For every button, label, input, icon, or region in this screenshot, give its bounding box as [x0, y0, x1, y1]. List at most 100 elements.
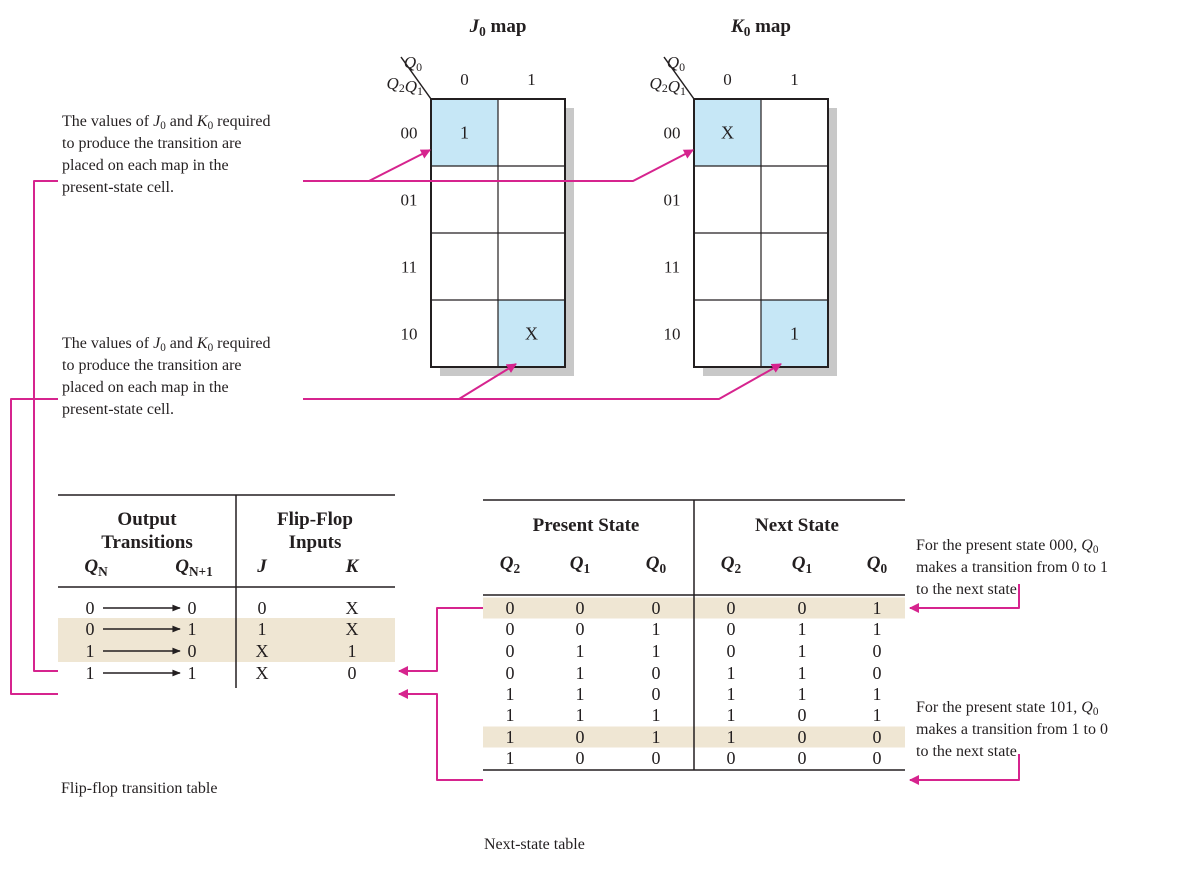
map-row-header: 00: [664, 124, 681, 143]
next-state-cell: 1: [576, 641, 585, 661]
callout-lead-row-10: [10, 398, 58, 695]
next-state-cell: 0: [506, 598, 515, 618]
callout-lead-row-01: [33, 180, 58, 672]
map-highlight-cell: [761, 300, 828, 367]
transition-column-header: QN: [84, 556, 108, 579]
transition-qn1-value: 1: [188, 663, 197, 683]
map-row-header: 10: [401, 325, 418, 344]
map-cell-value: X: [525, 324, 538, 344]
callout-text-line: present-state cell.: [62, 401, 174, 418]
highlight-layer: [58, 99, 905, 748]
map-row-header: 11: [401, 258, 417, 277]
next-state-cell: 1: [652, 619, 661, 639]
next-state-cell: 1: [727, 705, 736, 725]
next-state-column-header: Q0: [867, 553, 888, 576]
transition-qn-value: 0: [86, 598, 95, 618]
next-state-cell: 1: [506, 684, 515, 704]
map-corner-diagonal: [663, 56, 695, 100]
next-state-cell: 0: [873, 641, 882, 661]
next-state-group-header: Present State: [533, 515, 640, 536]
transition-qn-value: 0: [86, 619, 95, 639]
transition-qn1-value: 0: [188, 598, 197, 618]
next-state-cell: 1: [652, 641, 661, 661]
next-state-cell: 1: [873, 684, 882, 704]
transition-k-value: X: [346, 598, 359, 618]
arrow-callout-101: [909, 754, 1020, 785]
transition-j-value: X: [256, 641, 269, 661]
next-state-cell: 1: [873, 598, 882, 618]
transition-k-value: 1: [348, 641, 357, 661]
map-highlight-cell: [694, 99, 761, 166]
callout-arrow-k0-top: [369, 149, 694, 182]
next-state-cell: 1: [727, 727, 736, 747]
next-state-column-header: Q1: [792, 553, 812, 576]
next-state-cell: 0: [506, 641, 515, 661]
next-state-cell: 0: [727, 641, 736, 661]
next-state-cell: 0: [873, 727, 882, 747]
callout-arrow-j0-top: [303, 149, 431, 182]
next-state-cell: 0: [727, 598, 736, 618]
callout-arrow-k0-bottom: [459, 363, 782, 400]
next-state-cell: 0: [652, 684, 661, 704]
map-row-header: 10: [664, 325, 681, 344]
transition-group-header: Flip-Flop: [277, 509, 353, 530]
map-highlight-cell: [498, 300, 565, 367]
next-state-cell: 0: [727, 748, 736, 768]
next-state-cell: 1: [652, 727, 661, 747]
map-row-variables: Q2Q1: [650, 74, 687, 98]
map-column-variable: Q0: [404, 53, 422, 74]
map-row-variables: Q2Q1: [387, 74, 424, 98]
next-state-cell: 1: [576, 705, 585, 725]
arrow-callout-000: [909, 584, 1020, 613]
transition-group-header: Inputs: [289, 532, 342, 553]
callout-text-line: to produce the transition are: [62, 135, 242, 152]
next-state-cell: 1: [798, 663, 807, 683]
transition-column-header: J: [256, 556, 267, 577]
next-state-cell: 0: [798, 727, 807, 747]
arrow-row101-to-transition: [398, 689, 483, 781]
next-state-cell: 0: [652, 598, 661, 618]
map-title-j0: J0 map: [469, 16, 527, 39]
next-state-cell: 1: [727, 663, 736, 683]
transition-k-value: X: [346, 619, 359, 639]
callout-text-line: present-state cell.: [62, 179, 174, 196]
map-row-header: 01: [664, 191, 681, 210]
callout-text-line: placed on each map in the: [62, 379, 229, 396]
callout-text-line: The values of J0 and K0 required: [62, 113, 270, 132]
map-corner-diagonal: [400, 56, 432, 100]
transition-table-caption: Flip-flop transition table: [61, 780, 217, 797]
callout-arrows: [10, 149, 1020, 785]
transition-group-header: Output: [117, 509, 177, 530]
map-row-header: 01: [401, 191, 418, 210]
next-state-column-header: Q2: [721, 553, 742, 576]
next-state-cell: 0: [576, 748, 585, 768]
transition-column-header: K: [345, 556, 360, 577]
next-state-cell: 1: [576, 663, 585, 683]
next-state-cell: 0: [873, 748, 882, 768]
callout-text-line: placed on each map in the: [62, 157, 229, 174]
next-state-cell: 1: [798, 619, 807, 639]
map-cell-value: X: [721, 123, 734, 143]
callout-text-line: makes a transition from 0 to 1: [916, 559, 1108, 576]
next-state-cell: 0: [652, 663, 661, 683]
transition-k-value: 0: [348, 663, 357, 683]
transition-qn-value: 1: [86, 641, 95, 661]
map-row-header: 11: [664, 258, 680, 277]
map-title-k0: K0 map: [730, 16, 791, 39]
next-state-cell: 1: [652, 705, 661, 725]
map-cell-value: 1: [460, 123, 469, 143]
next-state-cell: 0: [798, 598, 807, 618]
map-column-variable: Q0: [667, 53, 685, 74]
next-state-cell: 0: [652, 748, 661, 768]
callout-text-line: to produce the transition are: [62, 357, 242, 374]
map-column-header: 0: [460, 70, 469, 89]
callout-text-line: For the present state 101, Q0: [916, 699, 1099, 718]
next-state-cell: 1: [506, 727, 515, 747]
next-state-cell: 0: [798, 748, 807, 768]
next-state-column-header: Q2: [500, 553, 521, 576]
next-state-cell: 1: [798, 641, 807, 661]
next-state-cell: 1: [506, 748, 515, 768]
arrow-row000-to-transition: [398, 607, 483, 676]
